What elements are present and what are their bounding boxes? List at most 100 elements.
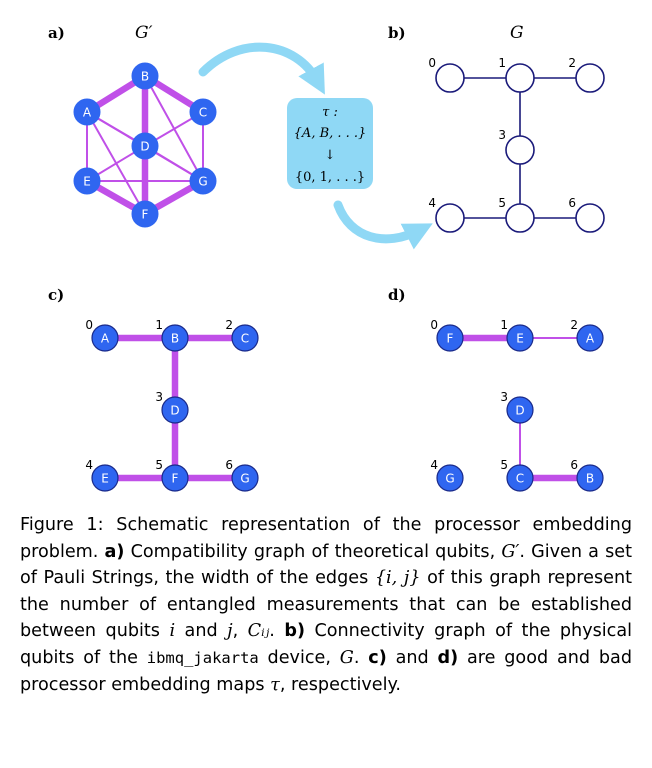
caption-math-tau: τ	[270, 674, 280, 695]
caption-text: , respectively.	[279, 674, 401, 695]
phys-qubit-index-4: 4	[428, 196, 436, 210]
good-qubit-index-2: 2	[225, 318, 233, 332]
bad-qubit-index-2: 2	[570, 318, 578, 332]
bad-node-5	[506, 464, 534, 492]
node-label-E: E	[83, 175, 91, 189]
caption-text: Compatibility graph of theoretical qubit…	[124, 541, 502, 562]
node-label-G: G	[198, 175, 207, 189]
good-node-5	[161, 464, 189, 492]
good-qubit-index-5: 5	[155, 458, 163, 472]
caption-math-i: i	[169, 621, 176, 642]
node-label-D: D	[140, 140, 149, 154]
node-D	[131, 132, 159, 160]
caption-text: ,	[232, 621, 248, 642]
caption-panel-c-ref: c)	[368, 647, 387, 668]
node-label-F: F	[142, 208, 149, 222]
tau-box-background	[287, 98, 373, 189]
phys-qubit-index-5: 5	[498, 196, 506, 210]
tau-line-2: {A, B, . . .}	[294, 126, 367, 141]
bad-qubit-index-1: 1	[500, 318, 508, 332]
phys-node-6	[575, 203, 605, 233]
tau-mapping-box: τ : {A, B, . . .} ↓ {0, 1, . . .}	[287, 98, 373, 189]
good-node-3	[161, 396, 189, 424]
caption-panel-a-ref: a)	[104, 541, 125, 562]
good-qubit-index-6: 6	[225, 458, 233, 472]
bad-qubit-index-0: 0	[430, 318, 438, 332]
node-label-B: B	[141, 70, 149, 84]
good-qubit-index-4: 4	[85, 458, 93, 472]
caption-panel-d-ref: d)	[437, 647, 459, 668]
good-node-1	[161, 324, 189, 352]
good-node-4	[91, 464, 119, 492]
bad-qubit-index-5: 5	[500, 458, 508, 472]
bad-node-3	[506, 396, 534, 424]
phys-qubit-index-0: 0	[428, 56, 436, 70]
caption-text: and	[386, 647, 438, 668]
phys-qubit-index-6: 6	[568, 196, 576, 210]
caption-text: and	[175, 621, 228, 642]
phys-qubit-index-1: 1	[498, 56, 506, 70]
node-label-A: A	[83, 106, 92, 120]
bad-qubit-index-4: 4	[430, 458, 438, 472]
caption-figure-number: Figure 1:	[20, 515, 104, 535]
good-node-label-1: B	[171, 332, 179, 346]
bad-node-label-6: B	[586, 472, 594, 486]
caption-text: Connectivity graph of the physical qubit…	[20, 621, 632, 668]
bad-node-label-1: E	[516, 332, 524, 346]
caption-math-g: G	[339, 647, 354, 668]
panel-a-label: a)	[48, 24, 65, 42]
good-node-label-3: D	[170, 404, 179, 418]
figure-caption: Figure 1: Schematic representation of th…	[20, 512, 632, 698]
phys-node-0	[435, 63, 465, 93]
phys-node-3	[505, 135, 535, 165]
tau-line-4: {0, 1, . . .}	[295, 170, 365, 185]
good-node-6	[231, 464, 259, 492]
good-node-label-0: A	[101, 332, 110, 346]
bad-qubit-index-6: 6	[570, 458, 578, 472]
bad-node-1	[506, 324, 534, 352]
caption-device-name: ibmq_jakarta	[146, 648, 259, 667]
node-C	[189, 98, 217, 126]
good-node-0	[91, 324, 119, 352]
caption-text: .	[269, 621, 285, 642]
bad-node-6	[576, 464, 604, 492]
tau-line-1: τ :	[322, 105, 338, 120]
tau-line-3: ↓	[325, 148, 336, 163]
panel-b-title: G	[510, 23, 524, 43]
panel-d-label: d)	[388, 286, 406, 304]
caption-math-ij: {i, j}	[374, 568, 421, 589]
node-F	[131, 200, 159, 228]
panel-c-label: c)	[48, 286, 64, 304]
good-node-label-5: F	[172, 472, 179, 486]
bad-qubit-index-3: 3	[500, 390, 508, 404]
good-qubit-index-1: 1	[155, 318, 163, 332]
good-node-label-4: E	[101, 472, 109, 486]
panel-a-title: G′	[135, 23, 153, 43]
caption-text: Schematic representation of the processo…	[20, 515, 633, 562]
caption-text: .	[353, 647, 369, 668]
phys-node-1	[505, 63, 535, 93]
figure-canvas: a) G′ b) G c) d) A B C D E F G τ : {A, B, . . …	[48, 23, 605, 492]
bad-node-label-3: D	[515, 404, 524, 418]
good-qubit-index-3: 3	[155, 390, 163, 404]
node-A	[73, 98, 101, 126]
bad-node-label-2: A	[586, 332, 595, 346]
bad-node-label-0: F	[447, 332, 454, 346]
caption-math-j: j	[227, 621, 233, 642]
bad-node-label-5: C	[516, 472, 524, 486]
bad-node-4	[436, 464, 464, 492]
caption-text: are good and bad processor embedding map…	[20, 647, 632, 695]
phys-node-2	[575, 63, 605, 93]
panel-b-label: b)	[388, 24, 406, 42]
node-G	[189, 167, 217, 195]
phys-node-4	[435, 203, 465, 233]
caption-math-gprime: G′	[501, 541, 520, 562]
embedding-arrow-bottom	[333, 200, 433, 250]
